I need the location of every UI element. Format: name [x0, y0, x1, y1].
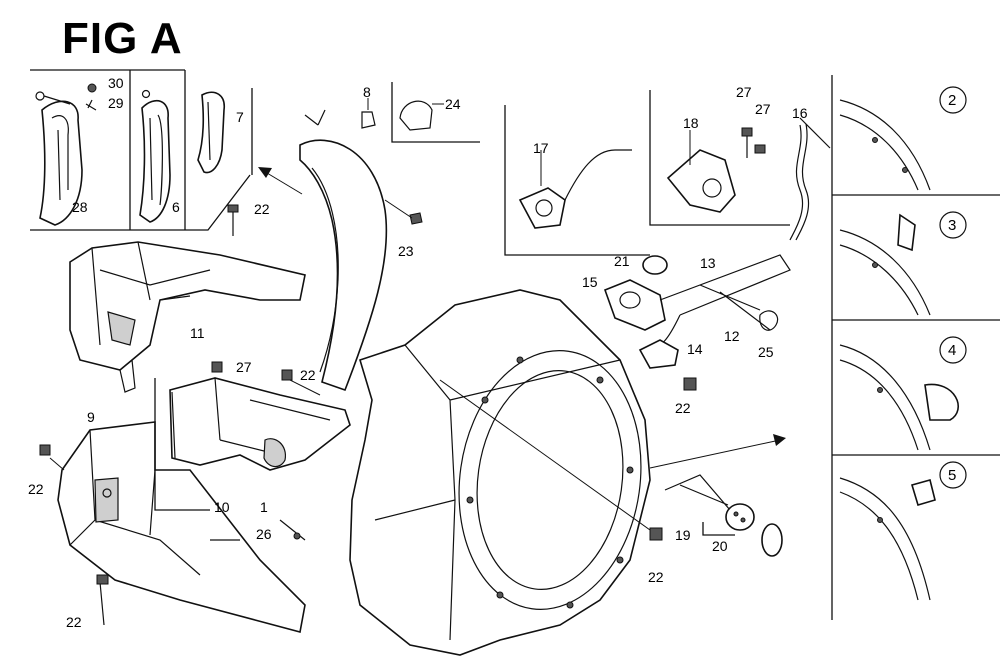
callout-27-b: 27: [736, 84, 752, 100]
detail-view-4: 4: [948, 342, 956, 359]
part-6-shield: [139, 89, 171, 223]
upper-right-parts-frame: [504, 90, 790, 256]
part-25-clip: [759, 310, 779, 331]
callout-10: 10: [214, 499, 230, 515]
callout-15: 15: [582, 274, 598, 290]
part-7-bracket: [197, 91, 225, 174]
callout-labels: 30 29 28 6 7 22 11 8 24 23 27 22 9 22 10…: [28, 75, 808, 630]
detail-view-2: 2: [948, 92, 956, 109]
part-22-bolt-e: [683, 377, 697, 391]
detail-view-3: 3: [948, 217, 956, 234]
callout-22-b: 22: [300, 367, 316, 383]
callout-21: 21: [614, 253, 630, 269]
detail-view-labels: 2 3 4 5: [948, 92, 956, 484]
callout-22-a: 22: [254, 201, 270, 217]
callout-24: 24: [445, 96, 461, 112]
callout-20: 20: [712, 538, 728, 554]
callout-8: 8: [363, 84, 371, 100]
callout-12: 12: [724, 328, 740, 344]
part-10-bracket-frame: [154, 361, 351, 541]
callout-11: 11: [190, 325, 205, 341]
callout-26: 26: [256, 526, 272, 542]
callout-23: 23: [398, 243, 414, 259]
callout-9: 9: [87, 409, 95, 425]
callout-30: 30: [108, 75, 124, 91]
callout-28: 28: [72, 199, 88, 215]
callout-22-f: 22: [648, 569, 664, 585]
callout-14: 14: [687, 341, 703, 357]
detail-view-5: 5: [948, 467, 956, 484]
part-21-grommet: [642, 255, 668, 275]
callout-19: 19: [675, 527, 691, 543]
part-24-clamp-frame: [391, 82, 480, 143]
callout-25: 25: [758, 344, 774, 360]
callout-18: 18: [683, 115, 699, 131]
part-27-screws-right: [741, 127, 766, 158]
callout-22-e: 22: [675, 400, 691, 416]
part-16-wire: [789, 117, 831, 241]
callout-1: 1: [260, 499, 268, 515]
part-13-12-harness: [649, 254, 791, 347]
part-15-sensor: [603, 279, 666, 331]
detail-views-column: [831, 75, 1000, 620]
pointer-arrow-right: [649, 434, 786, 469]
figure-title: FIG A: [62, 14, 183, 63]
part-8-clip: [361, 98, 376, 129]
part-28-guard: [35, 91, 83, 226]
part-19-20-switch: [664, 474, 783, 557]
callout-27-c: 27: [755, 101, 771, 117]
callout-6: 6: [172, 199, 180, 215]
callout-16: 16: [792, 105, 808, 121]
part-22-bolt-a: [227, 204, 239, 236]
callout-17: 17: [533, 140, 549, 156]
part-11-cover: [69, 241, 306, 393]
top-left-parts-frame: [30, 69, 253, 231]
part-14-connector: [638, 339, 679, 369]
callout-13: 13: [700, 255, 716, 271]
part-23-shroud: [299, 109, 423, 392]
callout-27-a: 27: [236, 359, 252, 375]
callout-22-d: 22: [66, 614, 82, 630]
callout-7: 7: [236, 109, 244, 125]
part-17-sensor: [518, 149, 632, 229]
part-18-mount: [666, 130, 736, 213]
callout-22-c: 22: [28, 481, 44, 497]
callout-29: 29: [108, 95, 124, 111]
part-30-29-screws: [85, 83, 97, 111]
pointer-arrow-left: [258, 167, 303, 195]
main-fan-housing: [349, 289, 663, 656]
